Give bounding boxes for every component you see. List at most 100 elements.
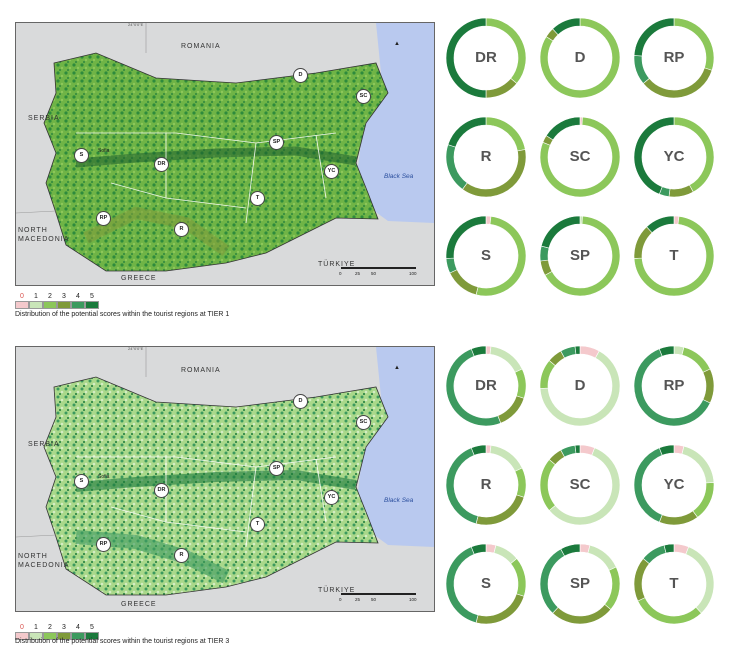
- legend-score-label: 0: [20, 624, 24, 631]
- legend-swatch: [15, 301, 29, 309]
- donut-chart: [539, 215, 621, 297]
- donut-d: D: [538, 344, 622, 428]
- legend-swatch: [29, 632, 43, 640]
- donut-label: S: [480, 575, 491, 592]
- donut-slice-score-5: [574, 444, 581, 454]
- region-tag-s: S: [74, 148, 89, 163]
- donut-slice-score-5: [560, 543, 581, 557]
- donut-slice-score-5: [574, 345, 581, 355]
- donut-r: R: [444, 115, 528, 199]
- donut-label: R: [480, 476, 492, 493]
- legend-swatch: [71, 301, 85, 309]
- region-tag-dr: DR: [154, 157, 169, 172]
- donut-dr: DR: [444, 16, 528, 100]
- legend-swatch: [57, 632, 71, 640]
- region-tag-yc: YC: [324, 164, 339, 179]
- donut-slice-score-5: [470, 444, 487, 456]
- bulgaria-map-tier1: ROMANIA SERBIA NORTH MACEDONIA GREECE TÜ…: [15, 22, 435, 286]
- donut-label: SP: [569, 247, 590, 264]
- donut-label: SC: [569, 476, 591, 493]
- scale-25: 25: [355, 597, 361, 602]
- label-north-macedonia-1: NORTH: [18, 553, 48, 560]
- donut-label: DR: [475, 49, 497, 66]
- donut-label: SC: [569, 148, 591, 165]
- donut-label: RP: [663, 377, 685, 394]
- legend-score-label: 2: [48, 624, 52, 631]
- legend-item-3: 3: [57, 293, 71, 309]
- donut-slice-score-5: [445, 215, 487, 259]
- donut-chart: [445, 17, 527, 99]
- legend-score-label: 1: [34, 293, 38, 300]
- label-greece: GREECE: [121, 601, 157, 608]
- legend-score-label: 5: [90, 624, 94, 631]
- legend-swatch: [43, 632, 57, 640]
- donut-slice-score-5: [552, 17, 581, 36]
- donut-chart: [633, 17, 715, 99]
- donut-slice-score-5: [447, 116, 487, 148]
- label-greece: GREECE: [121, 275, 157, 282]
- donut-slice-score-5: [663, 543, 675, 554]
- donut-slice-score-5: [470, 345, 487, 357]
- legend-item-1: 1: [29, 624, 43, 640]
- donut-t: T: [632, 542, 716, 626]
- legend-score-label: 3: [62, 624, 66, 631]
- region-tag-yc: YC: [324, 490, 339, 505]
- donut-chart: [539, 345, 621, 427]
- donut-chart: [445, 543, 527, 625]
- region-tag-dr: DR: [154, 483, 169, 498]
- scale-50: 50: [371, 271, 377, 276]
- scale-100: 100: [409, 597, 417, 602]
- legend-item-2: 2: [43, 624, 57, 640]
- donut-d: D: [538, 16, 622, 100]
- label-serbia: SERBIA: [28, 115, 60, 122]
- donut-label: DR: [475, 377, 497, 394]
- legend-swatch: [71, 632, 85, 640]
- donut-r: R: [444, 443, 528, 527]
- donut-chart: [539, 543, 621, 625]
- map-canvas: [16, 23, 434, 285]
- legend-item-5: 5: [85, 624, 99, 640]
- scale-bar: [341, 267, 416, 269]
- label-turkiye: TÜRKIYE: [318, 587, 356, 594]
- donut-label: SP: [569, 575, 590, 592]
- donut-sc: SC: [538, 115, 622, 199]
- donut-chart: [633, 116, 715, 198]
- caption-tier3: Distribution of the potential scores wit…: [15, 638, 230, 645]
- legend-score-label: 2: [48, 293, 52, 300]
- tier1-panel: ROMANIA SERBIA NORTH MACEDONIA GREECE TÜ…: [15, 16, 716, 318]
- north-arrow-icon: ▲: [394, 365, 400, 371]
- label-north-macedonia-1: NORTH: [18, 227, 48, 234]
- donut-chart: [633, 543, 715, 625]
- donut-yc: YC: [632, 115, 716, 199]
- donut-slice-score-5: [633, 17, 675, 57]
- donut-label: RP: [663, 49, 685, 66]
- scale-25: 25: [355, 271, 361, 276]
- donut-chart: [445, 444, 527, 526]
- scale-100: 100: [409, 271, 417, 276]
- donut-slice-score-5: [633, 116, 675, 195]
- donut-chart: [633, 345, 715, 427]
- label-romania: ROMANIA: [181, 43, 221, 50]
- donut-label: S: [480, 247, 491, 264]
- legend-item-0: 0: [15, 293, 29, 309]
- region-tag-rp: RP: [96, 537, 111, 552]
- donut-s: S: [444, 542, 528, 626]
- legend-score-label: 3: [62, 293, 66, 300]
- scale-50: 50: [371, 597, 377, 602]
- legend-score-label: 0: [20, 293, 24, 300]
- donut-label: YC: [663, 148, 685, 165]
- donut-s: S: [444, 214, 528, 298]
- scale-0: 0: [339, 597, 342, 602]
- donut-sc: SC: [538, 443, 622, 527]
- donut-chart: [539, 444, 621, 526]
- donut-chart: [539, 116, 621, 198]
- region-tag-r: R: [174, 222, 189, 237]
- legend-swatch: [15, 632, 29, 640]
- region-tag-rp: RP: [96, 211, 111, 226]
- coord-top: 24°0'0"E: [128, 346, 144, 351]
- region-tag-d: D: [293, 394, 308, 409]
- donut-rp: RP: [632, 344, 716, 428]
- donut-slice-score-5: [470, 543, 487, 555]
